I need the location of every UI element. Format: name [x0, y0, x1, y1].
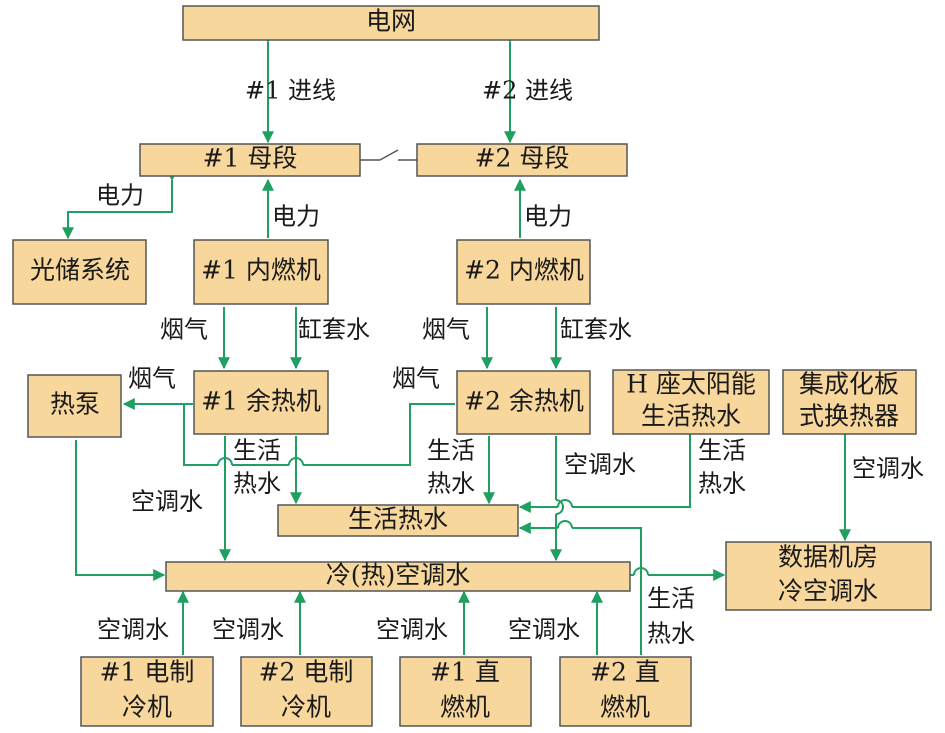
plate-exchanger-line2: 式换热器 — [799, 402, 899, 431]
recovery2-box: #2 余热机 — [456, 370, 591, 435]
dhw-r2-line1: 生活 — [427, 437, 475, 465]
chw-r2-label: 空调水 — [564, 451, 636, 479]
chiller1-line1: #1 电制 — [100, 658, 195, 687]
dhw-r1-line2: 热水 — [233, 470, 281, 498]
recovery1-box: #1 余热机 — [193, 370, 329, 435]
bus1-box: #1 母段 — [139, 143, 361, 177]
grid-label: 电网 — [366, 7, 416, 36]
direct-fired1-line1: #1 直 — [430, 658, 500, 687]
chiller2-line1: #2 电制 — [259, 658, 354, 687]
power-pv-label: 电力 — [96, 182, 144, 210]
dc-cooling-box: 数据机房 冷空调水 — [725, 541, 932, 611]
chw-df2-label: 空调水 — [508, 616, 580, 644]
dhw-solar-line2: 热水 — [698, 470, 746, 498]
recovery2-label: #2 余热机 — [464, 387, 584, 416]
domestic-hot-water-label: 生活热水 — [348, 505, 448, 534]
heat-pump-box: 热泵 — [27, 374, 122, 438]
recovery2-flue-end — [183, 404, 218, 466]
dhw-r2-line2: 热水 — [427, 470, 475, 498]
direct-fired2-box: #2 直 燃机 — [559, 656, 692, 727]
flow-lines — [62, 31, 851, 655]
pv-storage-label: 光储系统 — [30, 256, 130, 285]
bus2-box: #2 母段 — [416, 143, 628, 177]
plate-exchanger-line1: 集成化板 — [799, 370, 899, 399]
hvac-water-label: 冷(热)空调水 — [326, 561, 471, 590]
jacket-water-e1-label: 缸套水 — [298, 316, 370, 344]
heatpump-chw-line — [75, 440, 166, 581]
solar-hot-water-box: H 座太阳能 生活热水 — [612, 369, 770, 435]
chw-chiller1-label: 空调水 — [97, 616, 169, 644]
dhw-r1-line1: 生活 — [233, 437, 281, 465]
plate-exchanger-box: 集成化板 式换热器 — [782, 369, 917, 435]
df2-dhw-hop — [557, 520, 573, 529]
dhw-solar-line1: 生活 — [698, 437, 746, 465]
solar-dhw-hop — [557, 499, 573, 508]
pv-power-line — [62, 169, 178, 240]
heat-pump-label: 热泵 — [50, 390, 100, 419]
chw-chiller2-label: 空调水 — [212, 616, 284, 644]
power-engine2-label: 电力 — [524, 203, 572, 231]
flue-gas-heatpump-label: 烟气 — [128, 365, 176, 393]
incoming1-label: #1 进线 — [245, 77, 336, 105]
flue-gas-r2-label: 烟气 — [392, 365, 440, 393]
incoming2-label: #2 进线 — [482, 77, 573, 105]
direct-fired1-line2: 燃机 — [440, 693, 490, 722]
chw-df1-label: 空调水 — [376, 616, 448, 644]
domestic-hot-water-box: 生活热水 — [277, 504, 519, 537]
power-engine1-label: 电力 — [272, 203, 320, 231]
solar-hot-water-line1: H 座太阳能 — [626, 370, 756, 399]
dc-cooling-line1: 数据机房 — [778, 543, 878, 572]
chiller2-line2: 冷机 — [281, 693, 331, 722]
bus-tie-switch — [360, 149, 417, 161]
flue-gas-e2-label: 烟气 — [422, 316, 470, 344]
pv-storage-box: 光储系统 — [12, 239, 147, 305]
grid-box: 电网 — [182, 5, 600, 41]
bus2-label: #2 母段 — [475, 144, 570, 173]
flow-labels: #1 进线 #2 进线 电力 电力 电力 烟气 缸套水 烟气 缸套水 烟气 烟气… — [96, 77, 924, 648]
solar-dhw-line — [572, 434, 691, 508]
hvac-water-box: 冷(热)空调水 — [165, 561, 631, 592]
direct-fired2-line2: 燃机 — [600, 693, 650, 722]
df2-dhw-line — [572, 527, 642, 655]
engine2-box: #2 内燃机 — [456, 239, 591, 305]
engine1-label: #1 内燃机 — [201, 256, 321, 285]
flue-gas-e1-label: 烟气 — [160, 316, 208, 344]
chiller2-box: #2 电制 冷机 — [240, 656, 373, 727]
direct-fired2-line1: #2 直 — [590, 658, 660, 687]
chiller1-line2: 冷机 — [122, 693, 172, 722]
dhw-df2-line2: 热水 — [647, 620, 695, 648]
recovery2-flue-line — [303, 403, 455, 466]
recovery1-label: #1 余热机 — [201, 387, 321, 416]
solar-hot-water-line2: 生活热水 — [641, 402, 741, 431]
engine2-label: #2 内燃机 — [464, 256, 584, 285]
recovery2-chw-hop — [555, 499, 564, 515]
dc-cooling-line2: 冷空调水 — [778, 577, 878, 606]
engine1-box: #1 内燃机 — [193, 239, 329, 305]
chiller1-box: #1 电制 冷机 — [80, 656, 214, 727]
bus1-label: #1 母段 — [203, 144, 298, 173]
jacket-water-e2-label: 缸套水 — [560, 316, 632, 344]
direct-fired1-box: #1 直 燃机 — [399, 656, 532, 727]
dhw-df2-line1: 生活 — [647, 585, 695, 613]
chw-exchanger-label: 空调水 — [852, 455, 924, 483]
chw-r1-label: 空调水 — [131, 488, 203, 516]
